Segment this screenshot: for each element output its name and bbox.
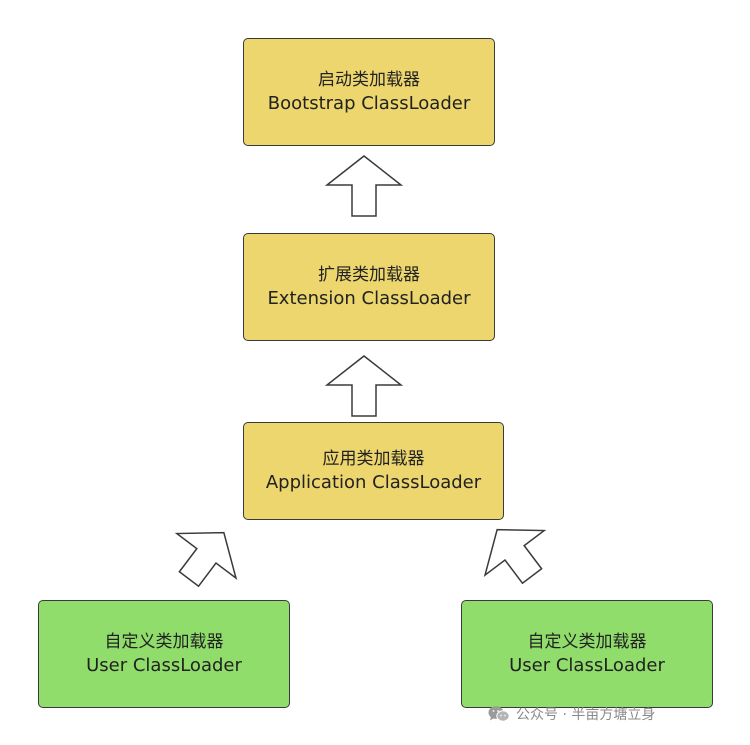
user-classloader-right-node: 自定义类加载器 User ClassLoader — [461, 600, 713, 708]
bootstrap-title-en: Bootstrap ClassLoader — [267, 93, 471, 114]
application-classloader-node: 应用类加载器 Application ClassLoader — [243, 422, 504, 520]
application-title-cn: 应用类加载器 — [322, 449, 425, 469]
user-left-title-en: User ClassLoader — [86, 655, 242, 676]
arrow-extension-to-bootstrap — [324, 155, 404, 217]
user-classloader-left-node: 自定义类加载器 User ClassLoader — [38, 600, 290, 708]
extension-title-en: Extension ClassLoader — [267, 288, 471, 309]
bootstrap-title-cn: 启动类加载器 — [318, 70, 420, 90]
extension-classloader-node: 扩展类加载器 Extension ClassLoader — [243, 233, 495, 341]
arrow-application-to-extension — [324, 355, 404, 417]
bootstrap-classloader-node: 启动类加载器 Bootstrap ClassLoader — [243, 38, 495, 146]
wechat-icon — [488, 705, 510, 723]
user-right-title-cn: 自定义类加载器 — [527, 632, 647, 652]
arrow-user-left-to-application — [174, 531, 238, 588]
watermark: 公众号 · 半亩方塘立身 — [488, 704, 655, 724]
user-right-title-en: User ClassLoader — [509, 655, 665, 676]
watermark-text: 公众号 · 半亩方塘立身 — [516, 707, 656, 723]
user-left-title-cn: 自定义类加载器 — [104, 632, 224, 652]
arrow-user-right-to-application — [483, 528, 547, 585]
application-title-en: Application ClassLoader — [265, 472, 482, 493]
extension-title-cn: 扩展类加载器 — [318, 265, 420, 285]
